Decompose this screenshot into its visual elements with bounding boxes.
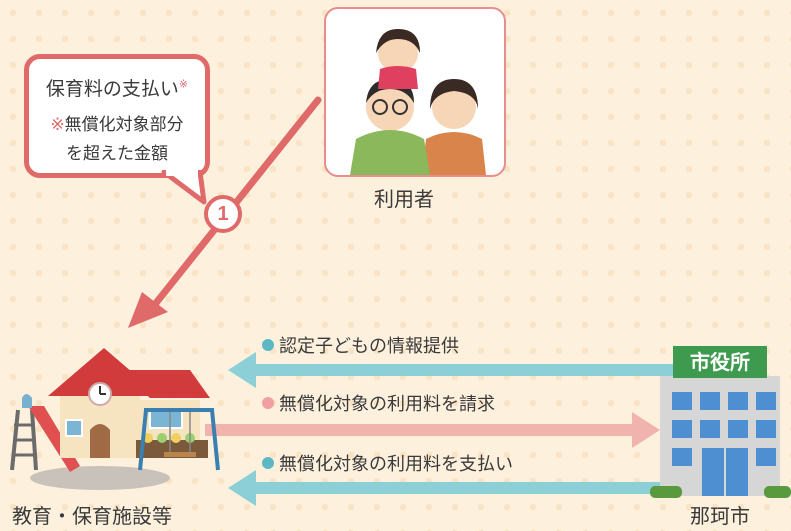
payment-callout: 保育料の支払い※ ※無償化対象部分 を超えた金額 [24, 54, 210, 178]
bullet-dot [262, 457, 274, 469]
user-label: 利用者 [374, 187, 434, 211]
callout-tail [161, 170, 207, 205]
callout-note-line1: ※無償化対象部分 [50, 115, 184, 135]
swing-icon [138, 408, 220, 471]
arrow-billing [205, 412, 660, 448]
user-family-illustration [324, 7, 506, 177]
flow-payment: 無償化対象の利用料を支払い [262, 450, 513, 476]
family-icon [350, 29, 486, 175]
note-mark: ※ [178, 77, 189, 91]
facility-illustration [10, 348, 220, 490]
city-hall-sign: 市役所 [690, 350, 750, 374]
bullet-dot [262, 339, 274, 351]
step-number-badge: 1 [204, 195, 242, 233]
arrow-payment [228, 470, 692, 506]
bullet-dot [262, 397, 274, 409]
arrow-info-provision [228, 352, 692, 388]
city-hall-illustration [650, 346, 791, 498]
note-mark: ※ [50, 115, 65, 135]
flow-billing: 無償化対象の利用料を請求 [262, 390, 495, 416]
city-label: 那珂市 [690, 504, 750, 528]
callout-title: 保育料の支払い※ [45, 77, 189, 100]
flow-info-provision: 認定子どもの情報提供 [262, 332, 459, 358]
facility-label: 教育・保育施設等 [12, 504, 172, 528]
callout-note-line2: を超えた金額 [66, 144, 168, 164]
